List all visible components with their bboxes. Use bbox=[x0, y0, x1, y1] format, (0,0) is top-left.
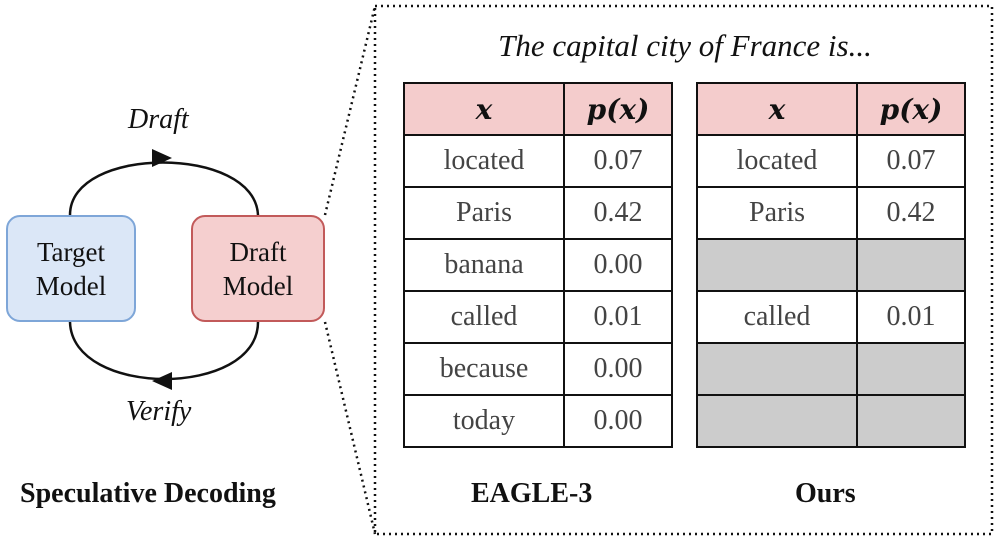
token-cell: banana bbox=[403, 238, 565, 292]
masked-cell bbox=[696, 342, 858, 396]
draft-model-label: Draft Model bbox=[222, 236, 294, 301]
token-column-header: x bbox=[403, 82, 565, 136]
zoom-line-top bbox=[323, 5, 377, 216]
ours-caption: Ours bbox=[795, 478, 856, 509]
target-model-label: Target Model bbox=[35, 236, 107, 301]
draft-arc bbox=[68, 161, 260, 216]
prob-column-header: p(x) bbox=[856, 82, 966, 136]
masked-cell bbox=[856, 394, 966, 448]
target-model-box: Target Model bbox=[6, 215, 136, 322]
verify-arc-label: Verify bbox=[126, 396, 192, 427]
masked-cell bbox=[856, 238, 966, 292]
masked-row bbox=[696, 238, 966, 292]
token-cell: Paris bbox=[403, 186, 565, 240]
table-header-row: x p(x) bbox=[403, 82, 673, 136]
prob-cell: 0.42 bbox=[856, 186, 966, 240]
prob-cell: 0.01 bbox=[563, 290, 673, 344]
zoom-box bbox=[373, 4, 994, 536]
prob-cell: 0.01 bbox=[856, 290, 966, 344]
masked-row bbox=[696, 342, 966, 396]
token-cell: called bbox=[403, 290, 565, 344]
verify-arc bbox=[68, 321, 260, 381]
masked-cell bbox=[696, 238, 858, 292]
zoom-line-bottom bbox=[323, 321, 377, 535]
table-header-row: x p(x) bbox=[696, 82, 966, 136]
token-cell: because bbox=[403, 342, 565, 396]
token-cell: located bbox=[696, 134, 858, 188]
masked-row bbox=[696, 394, 966, 448]
token-column-header: x bbox=[696, 82, 858, 136]
prob-cell: 0.00 bbox=[563, 342, 673, 396]
draft-model-box: Draft Model bbox=[191, 215, 325, 322]
token-cell: Paris bbox=[696, 186, 858, 240]
draft-arrowhead bbox=[152, 149, 172, 167]
prob-cell: 0.07 bbox=[563, 134, 673, 188]
masked-cell bbox=[856, 342, 966, 396]
prob-cell: 0.00 bbox=[563, 238, 673, 292]
prob-cell: 0.00 bbox=[563, 394, 673, 448]
token-cell: today bbox=[403, 394, 565, 448]
eagle-caption: EAGLE-3 bbox=[471, 478, 593, 509]
prob-cell: 0.07 bbox=[856, 134, 966, 188]
masked-cell bbox=[696, 394, 858, 448]
token-cell: located bbox=[403, 134, 565, 188]
speculative-decoding-caption: Speculative Decoding bbox=[20, 478, 276, 509]
token-cell: called bbox=[696, 290, 858, 344]
prob-cell: 0.42 bbox=[563, 186, 673, 240]
verify-arrowhead bbox=[152, 372, 172, 390]
draft-arc-label: Draft bbox=[128, 104, 189, 135]
prompt-text: The capital city of France is... bbox=[498, 28, 872, 63]
prob-column-header: p(x) bbox=[563, 82, 673, 136]
